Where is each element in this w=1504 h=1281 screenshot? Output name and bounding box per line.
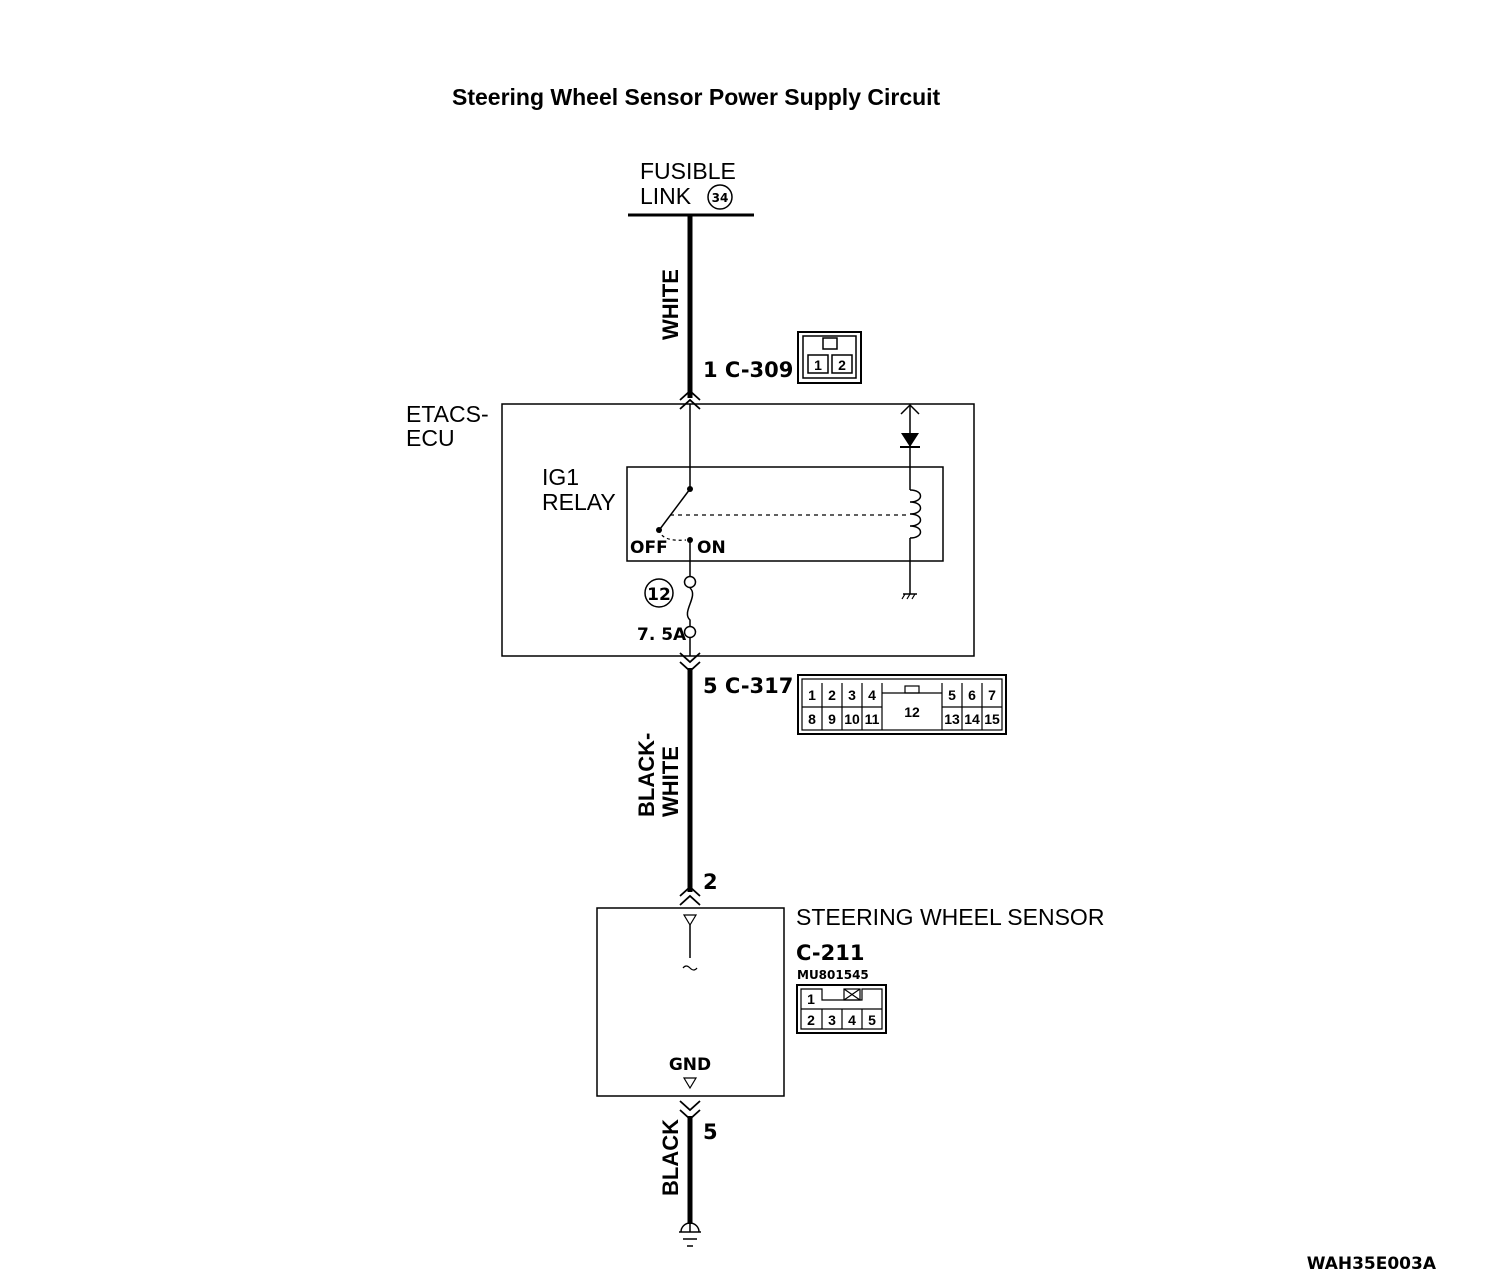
fuse-number-circle <box>644 578 674 608</box>
fuse-number: 12 <box>647 585 671 605</box>
connector-c309-pin-2: 2 <box>838 357 846 373</box>
fusible-link-label-line2: LINK <box>640 183 692 209</box>
etacs-ecu: ETACS- ECU IG1 RELAY OFF ON <box>406 401 975 657</box>
connector-c317-pin: 1 <box>808 687 816 703</box>
connector-c317-pin: 14 <box>964 711 980 727</box>
fuse-terminal-top <box>683 575 697 589</box>
connector-c317-pin: 6 <box>968 687 976 703</box>
connector-c211-pin: 4 <box>848 1012 856 1028</box>
sensor-internal-break <box>682 965 698 971</box>
connector-c317-pin: 2 <box>828 687 836 703</box>
connector-c309-label: 1 C-309 <box>703 358 793 382</box>
fuse-terminal-bottom <box>683 625 697 639</box>
relay-coil-icon <box>909 489 922 539</box>
wire-label-black-white-line2: WHITE <box>658 746 683 817</box>
sensor-name: STEERING WHEEL SENSOR <box>796 904 1104 930</box>
connector-c211-pin: 2 <box>807 1012 815 1028</box>
connector-c317-pin: 5 <box>948 687 956 703</box>
connector-c317-pin: 8 <box>808 711 816 727</box>
connector-c317-pin-center: 12 <box>904 704 920 720</box>
fusible-link: FUSIBLE LINK 34 <box>628 158 754 217</box>
relay-on-label: ON <box>697 538 726 558</box>
wire-label-white: WHITE <box>658 269 683 340</box>
connector-c211: C-211 MU801545 1 2 3 4 5 <box>796 941 887 1034</box>
ig1-relay-label-line2: RELAY <box>542 489 616 515</box>
etacs-ecu-box <box>501 403 975 657</box>
fuse-rating: 7. 5A <box>637 625 687 645</box>
ig1-relay-label-line1: IG1 <box>542 464 579 490</box>
junction-chevron <box>679 389 701 401</box>
connector-c317-pin: 7 <box>988 687 996 703</box>
connector-c317-label: 5 C-317 <box>703 674 793 698</box>
diagram-title: Steering Wheel Sensor Power Supply Circu… <box>452 84 941 110</box>
connector-c309: 1 C-309 1 2 <box>703 331 862 384</box>
sensor-pin-in-label: 2 <box>703 870 718 894</box>
steering-wheel-sensor: STEERING WHEEL SENSOR GND <box>596 904 1104 1097</box>
connector-c309-lock <box>822 337 838 350</box>
sensor-gnd-label: GND <box>669 1055 711 1075</box>
etacs-ecu-label-line1: ETACS- <box>406 401 489 427</box>
connector-c317-housing <box>797 674 1007 735</box>
sensor-terminal-gnd <box>682 1077 698 1090</box>
connector-c317-pin: 10 <box>844 711 860 727</box>
ig1-relay-box <box>626 466 944 562</box>
chassis-ground-icon <box>679 1222 701 1247</box>
connector-c309-pin-1: 1 <box>814 357 822 373</box>
connector-c317-pin: 11 <box>865 711 880 727</box>
sensor-terminal-in <box>682 914 698 927</box>
wire-label-black: BLACK <box>658 1119 683 1196</box>
fusible-link-label-line1: FUSIBLE <box>640 158 736 184</box>
sensor-pin-out-label: 5 <box>703 1120 718 1144</box>
figure-code: WAH35E003A <box>1307 1254 1437 1274</box>
connector-c317-pin: 4 <box>868 687 876 703</box>
connector-c211-label: C-211 <box>796 941 864 965</box>
connector-c317-pin: 3 <box>848 687 856 703</box>
connector-c211-part-number: MU801545 <box>797 968 869 982</box>
connector-c211-pin: 3 <box>828 1012 836 1028</box>
fusible-link-number-circle <box>707 184 733 210</box>
connector-c317-pin: 9 <box>828 711 836 727</box>
connector-c211-pin: 1 <box>807 991 815 1007</box>
etacs-ecu-label-line2: ECU <box>406 425 455 451</box>
relay-off-label: OFF <box>630 538 668 558</box>
sensor-box <box>596 907 785 1097</box>
fusible-link-number: 34 <box>712 191 729 205</box>
connector-c317-pin: 15 <box>984 711 1000 727</box>
wire-label-black-white-line1: BLACK- <box>634 733 659 817</box>
connector-c211-pin: 5 <box>868 1012 876 1028</box>
relay-switch-arm <box>659 488 691 530</box>
connector-c317-pin: 13 <box>944 711 960 727</box>
fuse-icon <box>686 587 694 627</box>
connector-c317: 5 C-317 1 2 3 4 5 6 7 8 9 10 <box>703 674 1007 735</box>
diode-icon <box>901 433 919 447</box>
